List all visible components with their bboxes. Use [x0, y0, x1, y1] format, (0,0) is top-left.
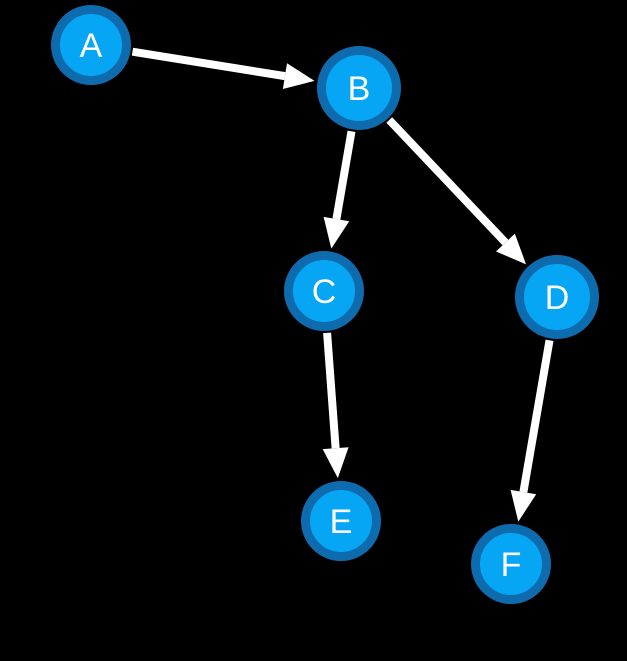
arrow-head-icon [322, 447, 349, 479]
edge-line [519, 339, 554, 493]
arrow-head-icon [495, 233, 527, 265]
arrow-head-icon [323, 216, 350, 249]
nodes-layer: A B C D E F [51, 5, 599, 604]
arrow-head-icon [510, 489, 537, 522]
node-e[interactable]: E [301, 481, 381, 561]
edge-line [323, 332, 340, 449]
edge-d-to-f[interactable] [510, 339, 554, 522]
edge-c-to-e[interactable] [322, 332, 349, 479]
node-b[interactable]: B [317, 46, 401, 130]
edge-line [131, 47, 286, 81]
edge-line [386, 117, 509, 246]
edge-b-to-d[interactable] [386, 117, 527, 265]
edge-b-to-c[interactable] [323, 130, 356, 249]
arrow-head-icon [282, 63, 315, 89]
node-circle [317, 46, 401, 130]
node-d[interactable]: D [515, 255, 599, 339]
node-c[interactable]: C [284, 251, 364, 331]
node-circle [515, 255, 599, 339]
node-circle [471, 524, 551, 604]
edge-line [332, 130, 356, 220]
node-a[interactable]: A [51, 5, 131, 85]
edges-layer [131, 47, 554, 522]
node-circle [51, 5, 131, 85]
edge-a-to-b[interactable] [131, 47, 315, 89]
node-circle [301, 481, 381, 561]
node-circle [284, 251, 364, 331]
node-f[interactable]: F [471, 524, 551, 604]
